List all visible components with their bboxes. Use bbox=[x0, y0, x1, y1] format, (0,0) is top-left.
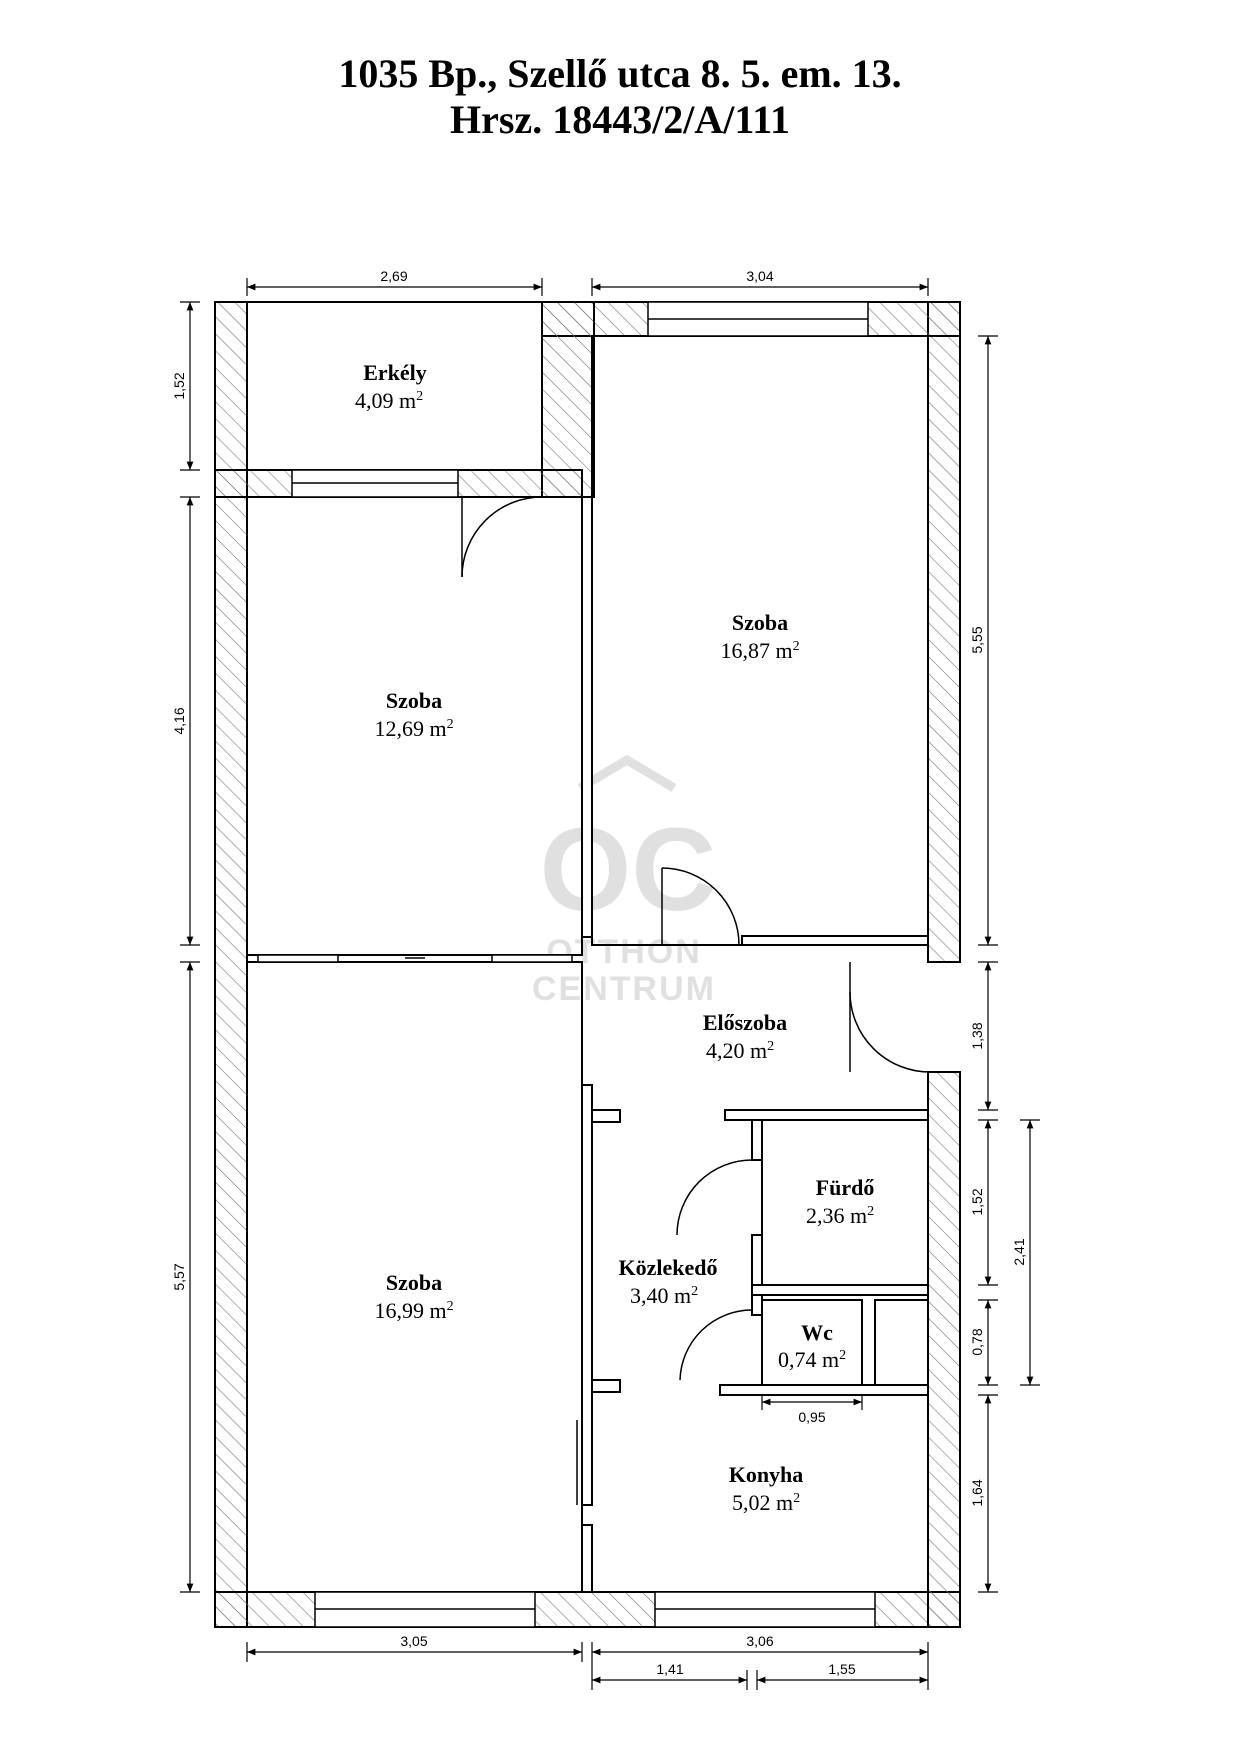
room-area: 3,40 m2 bbox=[630, 1283, 698, 1308]
door-wc-swing bbox=[679, 1309, 753, 1381]
dimension-labels: 2,69 3,04 1,52 4,16 5,57 5,55 1,38 1,52 … bbox=[171, 268, 1027, 1677]
room-name: Közlekedő bbox=[619, 1255, 718, 1280]
wc-jamb bbox=[751, 1294, 763, 1316]
plan-title-address: 1035 Bp., Szellő utca 8. 5. em. 13. bbox=[338, 51, 902, 96]
plan-title-parcel: Hrsz. 18443/2/A/111 bbox=[450, 97, 790, 142]
partition-rooms bbox=[581, 496, 593, 938]
dim-label-left-3: 5,57 bbox=[171, 1263, 187, 1290]
balcony-outline bbox=[246, 301, 543, 471]
dim-label-left-1: 1,52 bbox=[171, 372, 187, 399]
room-name: Konyha bbox=[729, 1462, 804, 1487]
sliding-door-right bbox=[491, 954, 573, 963]
window-kitchen bbox=[654, 1591, 876, 1628]
wall-stub-a bbox=[591, 1109, 621, 1123]
door-balcony-swing bbox=[461, 496, 543, 578]
east-wall-north bbox=[927, 301, 961, 963]
room-area: 16,99 m2 bbox=[374, 1298, 453, 1323]
window-balcony bbox=[291, 469, 459, 498]
room-area: 16,87 m2 bbox=[720, 638, 799, 663]
dim-label-right-1: 5,55 bbox=[969, 626, 985, 653]
room-name: Szoba bbox=[732, 610, 788, 635]
dim-label-right-outer: 2,41 bbox=[1011, 1238, 1027, 1265]
windows bbox=[257, 301, 876, 1628]
room-name: Szoba bbox=[386, 688, 442, 713]
bath-north-wall bbox=[724, 1109, 929, 1121]
dim-label-right-4: 0,78 bbox=[969, 1328, 985, 1355]
room-ne-south-wall bbox=[741, 935, 929, 946]
watermark-line2: CENTRUM bbox=[532, 970, 716, 1008]
dim-label-bottom-right-a: 1,41 bbox=[656, 1661, 683, 1677]
room-name: Erkély bbox=[363, 360, 427, 385]
partition-corridor bbox=[581, 1084, 593, 1506]
dim-label-bottom-right: 3,06 bbox=[746, 1633, 773, 1649]
room-area: 2,36 m2 bbox=[806, 1203, 874, 1228]
dim-label-bottom-left: 3,05 bbox=[400, 1633, 427, 1649]
dim-label-right-2: 1,38 bbox=[969, 1022, 985, 1049]
bath-south-wall bbox=[751, 1284, 929, 1296]
dim-label-top-right: 3,04 bbox=[746, 268, 773, 284]
partition-kitchen bbox=[581, 1524, 593, 1593]
doors bbox=[405, 496, 931, 1505]
window-south-west bbox=[314, 1591, 536, 1628]
room-area: 4,20 m2 bbox=[706, 1038, 774, 1063]
dimension-lines bbox=[180, 278, 1040, 1690]
dim-label-wc-width: 0,95 bbox=[798, 1409, 825, 1425]
door-room-ne-swing bbox=[661, 867, 740, 946]
bath-jamb-top bbox=[751, 1119, 763, 1161]
dim-label-right-3: 1,52 bbox=[969, 1188, 985, 1215]
door-entrance-swing bbox=[849, 991, 931, 1073]
watermark-mark: OC bbox=[540, 804, 717, 936]
room-labels: Erkély 4,09 m2 Szoba 16,87 m2 Szoba 12,6… bbox=[355, 360, 874, 1515]
shaft bbox=[874, 1299, 929, 1386]
room-area: 5,02 m2 bbox=[732, 1490, 800, 1515]
kitchen-north-wall bbox=[719, 1384, 929, 1396]
dim-label-right-5: 1,64 bbox=[969, 1479, 985, 1506]
window-north-east bbox=[647, 301, 869, 337]
dim-label-top-left: 2,69 bbox=[380, 268, 407, 284]
watermark-line1: OTTHON bbox=[546, 933, 702, 971]
wall-stub-b bbox=[591, 1379, 621, 1393]
room-area: 4,09 m2 bbox=[355, 388, 423, 413]
door-bath-swing bbox=[676, 1159, 753, 1236]
room-area: 0,74 m2 bbox=[778, 1347, 846, 1372]
room-name: Fürdő bbox=[816, 1175, 875, 1200]
interior-walls bbox=[246, 301, 929, 1593]
room-name: Wc bbox=[801, 1320, 833, 1345]
balcony-party-wall bbox=[541, 301, 595, 498]
west-wall bbox=[214, 301, 248, 1628]
sliding-door-left bbox=[257, 954, 339, 963]
room-name: Előszoba bbox=[703, 1010, 787, 1035]
watermark-logo: OC OTTHON CENTRUM bbox=[532, 754, 717, 1008]
east-wall-south bbox=[927, 1071, 961, 1628]
room-area: 12,69 m2 bbox=[374, 716, 453, 741]
room-name: Szoba bbox=[386, 1270, 442, 1295]
dim-label-left-2: 4,16 bbox=[171, 707, 187, 734]
dim-label-bottom-right-b: 1,55 bbox=[828, 1661, 855, 1677]
